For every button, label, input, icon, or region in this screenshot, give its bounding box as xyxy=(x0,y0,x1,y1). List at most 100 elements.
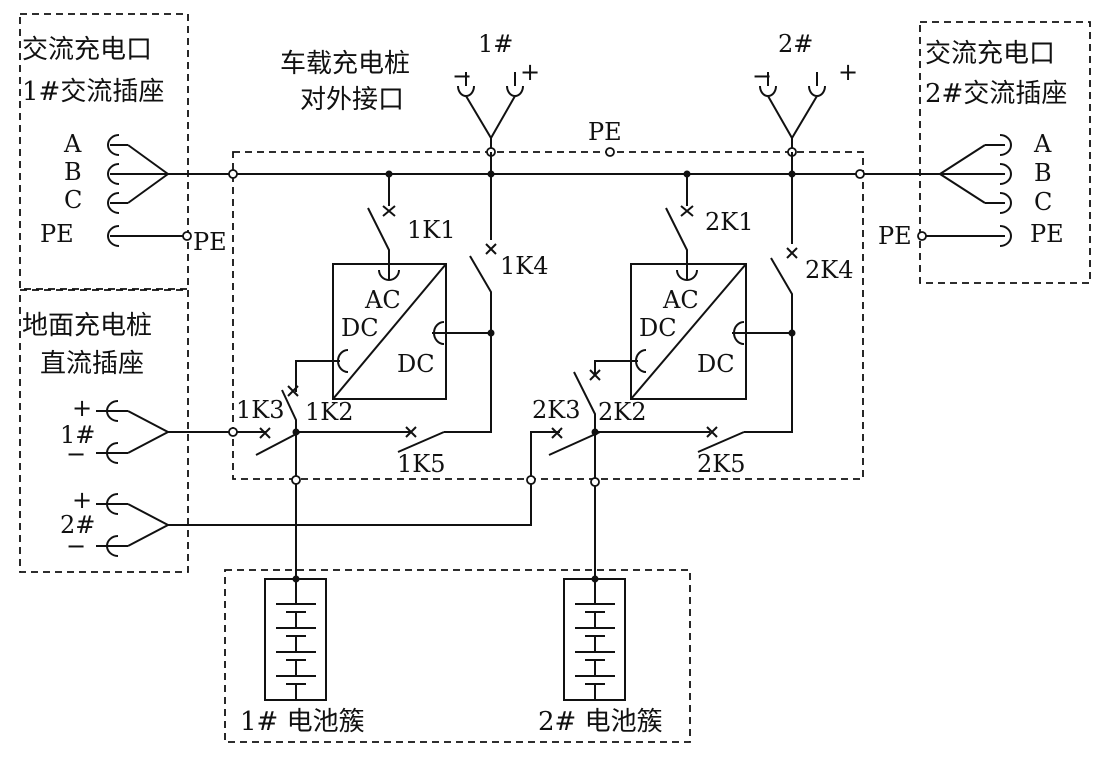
switch-2k3-label: 2K3 xyxy=(532,396,580,424)
plug-1-minus: − xyxy=(452,62,472,90)
switch-1k1-label: 1K1 xyxy=(407,216,455,244)
ac-port-right: 交流充电口 2#交流插座 PE A B C PE xyxy=(878,39,1067,250)
ac-port-left-title: 交流充电口 xyxy=(22,35,152,65)
onboard-plugs: 车载充电桩 对外接口 1# − + PE 2# − + xyxy=(280,30,858,157)
dc-socket-box xyxy=(19,289,189,573)
socket-a-icon xyxy=(107,134,128,156)
ac-bus xyxy=(168,169,940,179)
converter-2-dc-left-label: DC xyxy=(639,314,677,342)
battery-2-terminal xyxy=(590,477,600,487)
plug-2-label: 2# xyxy=(778,30,813,58)
switch-1k4-icon xyxy=(444,152,497,433)
switch-2k5-icon xyxy=(595,426,745,453)
socket-right-b-icon xyxy=(985,163,1012,185)
converter-2-ac-label: AC xyxy=(662,286,699,314)
battery-1-terminal xyxy=(291,475,301,485)
converter-1-dc-left-port-icon xyxy=(295,349,349,378)
ground-charger-title: 地面充电桩 xyxy=(22,311,152,341)
ac-port-left-subtitle: 1#交流插座 xyxy=(22,77,164,107)
battery-box xyxy=(224,569,691,743)
pe-label-center: PE xyxy=(588,118,622,146)
bus-terminal-right xyxy=(855,169,865,179)
battery-1-label: 1# 电池簇 xyxy=(240,707,365,737)
converter-1-ac-label: AC xyxy=(364,286,401,314)
battery-2-label: 2# 电池簇 xyxy=(538,707,663,737)
switch-1k2-icon xyxy=(281,378,299,432)
junction-2k4-dc xyxy=(788,329,796,337)
converter-1-diagonal xyxy=(332,263,447,400)
dc-socket-1-label: 1# xyxy=(60,421,95,449)
switch-1k1-icon xyxy=(367,174,396,264)
dc-socket-1-icon xyxy=(96,400,171,464)
dc-socket-2-label: 2# xyxy=(60,511,95,539)
plug-2-minus: − xyxy=(752,62,772,90)
switch-2k3-icon xyxy=(530,427,601,480)
ac-port-left: 交流充电口 1#交流插座 A B C PE PE xyxy=(22,35,227,256)
socket-right-a-icon xyxy=(985,134,1012,156)
right-phase-c-label: C xyxy=(1034,188,1052,216)
dc-socket-2-plus: + xyxy=(72,486,92,514)
dc-input-2-terminal xyxy=(526,475,536,485)
switch-1k3-label: 1K3 xyxy=(236,396,284,424)
pe-terminal-left xyxy=(182,231,192,241)
socket-c-icon xyxy=(107,192,128,214)
dc-sockets: 地面充电桩 直流插座 1# + − 2# + − xyxy=(22,311,536,560)
plug-2-plus: + xyxy=(838,58,858,86)
pe-label-left: PE xyxy=(40,220,74,248)
socket-right-c-icon xyxy=(985,192,1012,214)
switch-2k2-icon xyxy=(573,369,601,432)
ac-port-left-box xyxy=(19,13,189,290)
switch-1k5-label: 1K5 xyxy=(397,450,445,478)
socket-pe-icon xyxy=(107,225,128,247)
dc-input-1-terminal xyxy=(228,427,238,437)
switch-2k4-icon xyxy=(744,152,798,433)
pe-label-left-terminal: PE xyxy=(193,228,227,256)
converter-2-dc-right-port-icon xyxy=(732,321,792,345)
ac-port-right-box xyxy=(919,21,1091,284)
converter-2-dc-right-label: DC xyxy=(697,350,735,378)
phase-merge-lines xyxy=(127,144,169,204)
switch-2k2-label: 2K2 xyxy=(598,398,646,426)
unit-1: 1K1 AC DC DC 1K4 1K2 1K3 1K5 xyxy=(168,152,548,577)
switch-1k2-label: 1K2 xyxy=(305,398,353,426)
right-phase-b-label: B xyxy=(1034,159,1052,187)
plug-1-icon xyxy=(457,72,524,152)
converter-2-dc-left-port-icon xyxy=(594,349,647,376)
junction-1k4-dc xyxy=(487,329,495,337)
switch-1k3-icon xyxy=(168,427,301,456)
dc-socket-2-icon xyxy=(96,484,532,557)
converter-1-ac-port-icon xyxy=(378,264,400,281)
switch-2k5-label: 2K5 xyxy=(697,450,745,478)
ground-charger-subtitle: 直流插座 xyxy=(40,349,144,379)
dc-socket-1-minus: − xyxy=(66,440,86,468)
pe-terminal-right xyxy=(917,231,927,241)
onboard-charger-title: 车载充电桩 xyxy=(280,49,410,79)
switch-1k5-icon xyxy=(296,426,445,453)
socket-b-icon xyxy=(107,163,128,185)
switch-2k4-label: 2K4 xyxy=(805,256,853,284)
converter-1-dc-right-label: DC xyxy=(397,350,435,378)
converter-2-box xyxy=(630,263,747,400)
phase-c-label: C xyxy=(64,186,82,214)
vehicle-module-box xyxy=(232,151,864,480)
dc-socket-1-plus: + xyxy=(72,394,92,422)
pe-label-right: PE xyxy=(1030,220,1064,248)
switch-2k1-icon xyxy=(665,174,694,264)
pe-label-right-terminal: PE xyxy=(878,222,912,250)
socket-right-pe-icon xyxy=(925,225,1012,247)
dc-socket-2-minus: − xyxy=(66,532,86,560)
converter-1-dc-left-label: DC xyxy=(341,314,379,342)
battery-2-cells-icon xyxy=(575,579,615,700)
onboard-charger-subtitle: 对外接口 xyxy=(300,85,404,115)
right-phase-merge-lines xyxy=(939,144,986,204)
boundary-boxes xyxy=(19,13,1091,743)
phase-a-label: A xyxy=(63,130,82,158)
batteries: 1# 电池簇 2# 电池簇 xyxy=(240,575,663,737)
battery-1-cells-icon xyxy=(276,579,316,700)
phase-b-label: B xyxy=(64,158,82,186)
right-phase-a-label: A xyxy=(1033,130,1052,158)
converter-2-ac-port-icon xyxy=(676,264,698,281)
ac-port-right-subtitle: 2#交流插座 xyxy=(925,79,1067,109)
switch-1k4-label: 1K4 xyxy=(500,252,548,280)
